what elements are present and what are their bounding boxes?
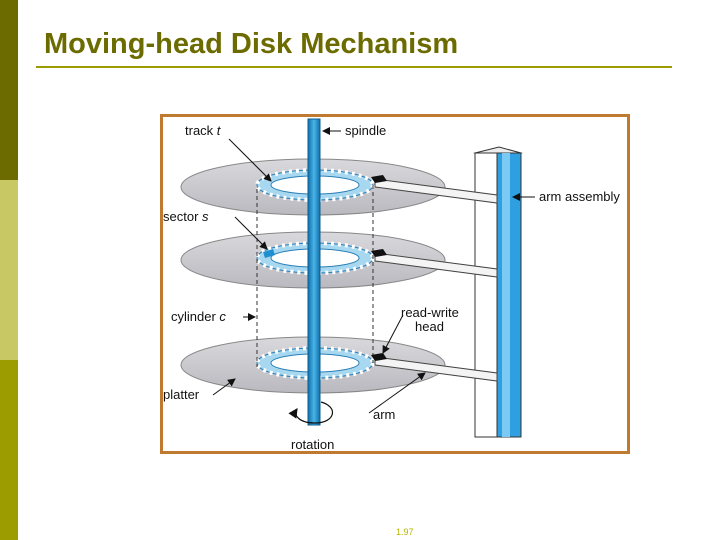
label-sector: sector s (163, 209, 209, 224)
label-rotation: rotation (291, 437, 334, 451)
sidebar-stripe-dark (0, 0, 18, 180)
label-arm-assembly: arm assembly (539, 189, 620, 204)
label-platter: platter (163, 387, 200, 402)
diagram-frame: track t spindle arm assembly sector s cy… (160, 114, 630, 454)
cylinder-lines (256, 185, 374, 367)
label-spindle: spindle (345, 123, 386, 138)
label-track: track t (185, 123, 222, 138)
spindle (307, 118, 321, 426)
page-title: Moving-head Disk Mechanism (44, 28, 459, 60)
label-read-write: read-write (401, 305, 459, 320)
sidebar-stripe-light (0, 180, 18, 360)
disk-diagram: track t spindle arm assembly sector s cy… (163, 118, 620, 451)
title-divider (36, 66, 672, 68)
arms (374, 178, 498, 382)
label-cylinder: cylinder c (171, 309, 226, 324)
arm-assembly (473, 146, 523, 438)
leader-lines (212, 127, 535, 414)
label-head: head (415, 319, 444, 334)
label-arm: arm (373, 407, 395, 422)
page-number: 1.97 (396, 527, 414, 537)
rotation-arrow (288, 401, 333, 424)
sidebar-stripe-mid (0, 360, 18, 540)
read-write-heads (371, 175, 387, 361)
